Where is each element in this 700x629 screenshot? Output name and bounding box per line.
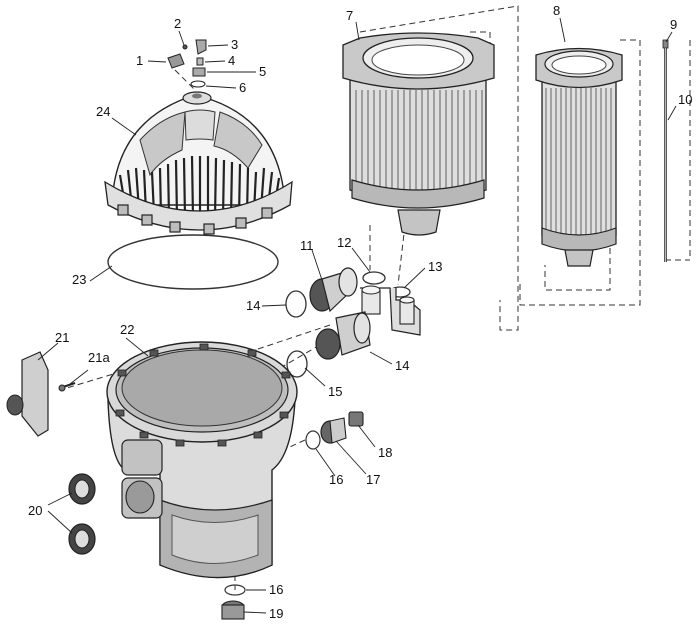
large-cartridge-filter: [342, 32, 495, 236]
dome-lid: [104, 91, 293, 235]
callout-labels: 1 2 3 4 5 6 7 8 9 10 11 12 13 14 14 15 1…: [28, 3, 692, 621]
union-fitting-lower: [315, 311, 371, 360]
callout-19: 19: [269, 606, 283, 621]
union-nuts: [68, 473, 96, 555]
manifold-assembly: [285, 267, 421, 378]
callout-4: 4: [228, 53, 235, 68]
callout-8: 8: [553, 3, 560, 18]
small-cartridge-filter: [535, 47, 623, 267]
leader-lines: [37, 17, 677, 614]
callout-10: 10: [678, 92, 692, 107]
callout-18: 18: [378, 445, 392, 460]
callout-7: 7: [346, 8, 353, 23]
callout-5: 5: [259, 64, 266, 79]
callout-14b: 14: [395, 358, 409, 373]
lock-bracket: [6, 351, 76, 437]
callout-9: 9: [670, 17, 677, 32]
callout-6: 6: [239, 80, 246, 95]
side-drain-fittings: [305, 411, 364, 450]
callout-16a: 16: [329, 472, 343, 487]
callout-24: 24: [96, 104, 110, 119]
callout-13: 13: [428, 259, 442, 274]
callout-15: 15: [328, 384, 342, 399]
tie-rod: [662, 39, 669, 262]
callout-23: 23: [72, 272, 86, 287]
lid-o-ring: [107, 234, 279, 290]
union-fitting-upper: [309, 267, 358, 313]
callout-16b: 16: [269, 582, 283, 597]
bottom-drain-parts: [221, 584, 246, 620]
callout-1: 1: [136, 53, 143, 68]
large-cartridge-pleats: [355, 90, 483, 206]
callout-2: 2: [174, 16, 181, 31]
callout-22: 22: [120, 322, 134, 337]
callout-21a: 21a: [88, 350, 110, 365]
callout-3: 3: [231, 37, 238, 52]
callout-20: 20: [28, 503, 42, 518]
callout-21: 21: [55, 330, 69, 345]
callout-11: 11: [300, 238, 314, 253]
callout-17: 17: [366, 472, 380, 487]
tank-rim-teeth: [115, 343, 291, 447]
assembly-guide-lines: [59, 5, 691, 590]
small-cartridge-pleats: [545, 88, 612, 242]
filter-tank-body: [106, 341, 298, 579]
callout-12: 12: [337, 235, 351, 250]
callout-14a: 14: [246, 298, 260, 313]
air-relief-parts: [167, 39, 207, 88]
